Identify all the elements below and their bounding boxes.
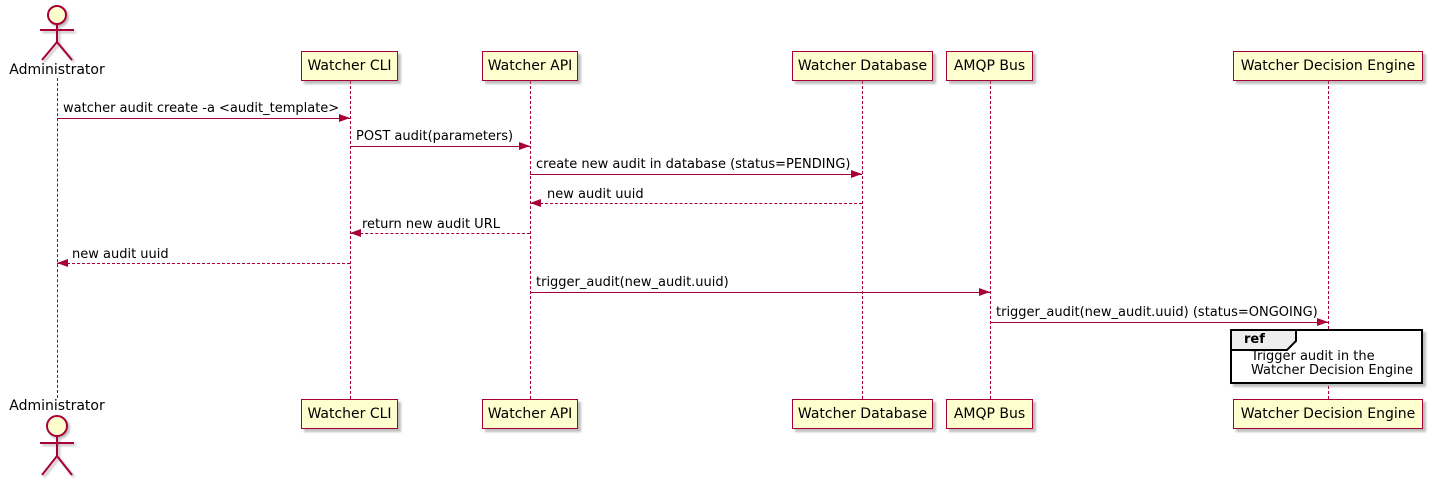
participant-top-watcher-api: Watcher API xyxy=(482,51,578,81)
lifeline-watcher-decision-engine xyxy=(1328,81,1329,399)
message-7-label: trigger_audit(new_audit.uuid) xyxy=(536,275,729,290)
message-7-line xyxy=(530,292,990,293)
message-4-line xyxy=(530,203,862,204)
lifeline-watcher-database xyxy=(862,81,863,399)
participant-bottom-watcher-database: Watcher Database xyxy=(792,399,933,429)
participant-top-watcher-database: Watcher Database xyxy=(792,51,933,81)
ref-fragment: ref Trigger audit in the Watcher Decisio… xyxy=(1230,329,1423,384)
ref-keyword: ref xyxy=(1244,332,1265,347)
message-5-label: return new audit URL xyxy=(362,217,500,232)
arrowhead-left-icon xyxy=(530,199,541,207)
lifeline-administrator xyxy=(57,78,58,398)
message-3-label: create new audit in database (status=PEN… xyxy=(536,157,851,172)
message-1-line xyxy=(57,118,350,119)
arrowhead-left-icon xyxy=(57,259,68,267)
message-8-label: trigger_audit(new_audit.uuid) (status=ON… xyxy=(996,305,1318,320)
arrowhead-right-icon xyxy=(339,114,350,122)
ref-header-pentagon-icon xyxy=(1230,329,1297,351)
arrowhead-right-icon xyxy=(1317,318,1328,326)
message-2-line xyxy=(350,146,530,147)
ref-body-text: Trigger audit in the Watcher Decision En… xyxy=(1251,350,1413,378)
actor-label-bottom: Administrator xyxy=(9,398,105,414)
message-6-label: new audit uuid xyxy=(72,247,169,262)
ref-body-line1: Trigger audit in the xyxy=(1251,349,1375,364)
participant-bottom-watcher-cli: Watcher CLI xyxy=(301,399,398,429)
lifeline-watcher-api xyxy=(530,81,531,399)
participant-top-amqp-bus: AMQP Bus xyxy=(946,51,1033,81)
actor-icon xyxy=(40,5,74,61)
message-3-line xyxy=(530,174,862,175)
lifeline-watcher-cli xyxy=(350,81,351,399)
actor-label-top: Administrator xyxy=(9,62,105,78)
arrowhead-left-icon xyxy=(350,229,361,237)
actor-icon xyxy=(40,415,74,476)
participant-bottom-amqp-bus: AMQP Bus xyxy=(946,399,1033,429)
participant-top-watcher-decision-engine: Watcher Decision Engine xyxy=(1233,51,1423,81)
participant-bottom-watcher-decision-engine: Watcher Decision Engine xyxy=(1233,399,1423,429)
ref-body-line2: Watcher Decision Engine xyxy=(1251,363,1413,378)
message-6-line xyxy=(57,263,350,264)
arrowhead-right-icon xyxy=(979,288,990,296)
message-5-line xyxy=(350,233,530,234)
message-8-line xyxy=(990,322,1328,323)
message-1-label: watcher audit create -a <audit_template> xyxy=(63,101,340,116)
arrowhead-right-icon xyxy=(519,142,530,150)
message-4-label: new audit uuid xyxy=(547,187,644,202)
lifeline-amqp-bus xyxy=(990,81,991,399)
participant-top-watcher-cli: Watcher CLI xyxy=(301,51,398,81)
participant-bottom-watcher-api: Watcher API xyxy=(482,399,578,429)
message-2-label: POST audit(parameters) xyxy=(356,129,514,144)
arrowhead-right-icon xyxy=(851,170,862,178)
